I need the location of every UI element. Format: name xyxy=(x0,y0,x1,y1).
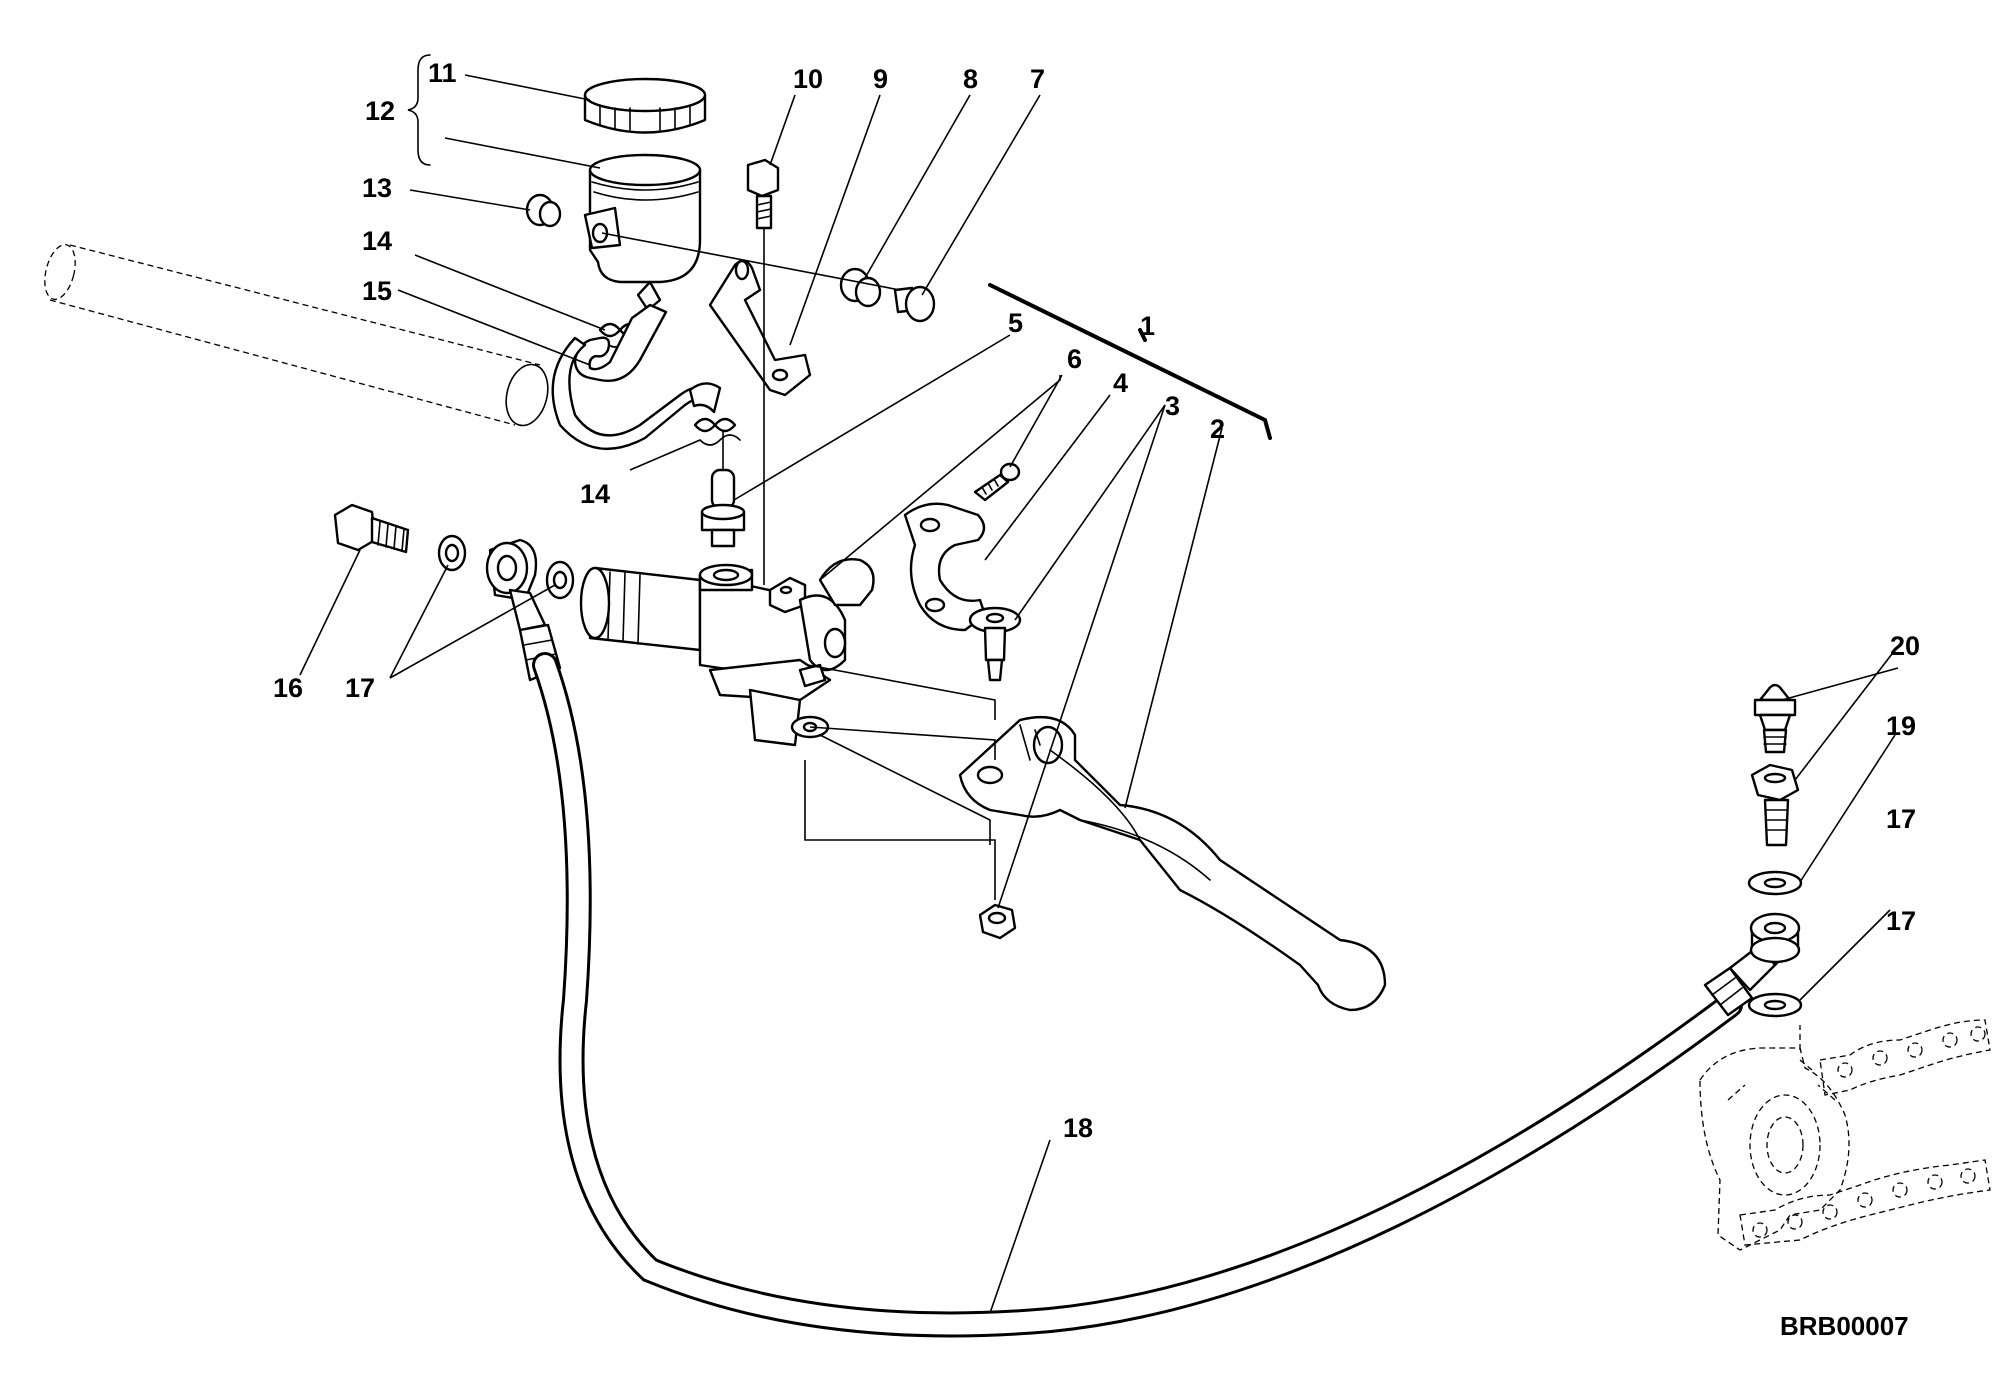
engine-sprocket-area xyxy=(1699,1025,1850,1251)
mounting-bracket xyxy=(708,259,812,397)
clutch-hose xyxy=(532,652,1743,1338)
label-13: 13 xyxy=(362,173,392,203)
hose-fitting xyxy=(700,468,746,548)
banjo-bolt xyxy=(333,503,410,554)
bracket-12 xyxy=(407,54,431,166)
washer-17-lower-a xyxy=(1747,870,1803,896)
label-10: 10 xyxy=(793,64,823,94)
label-3: 3 xyxy=(1165,391,1180,421)
assembly-lines xyxy=(601,232,996,900)
lever-pivot-knob xyxy=(818,558,875,607)
label-19: 19 xyxy=(1886,711,1916,741)
label-2: 2 xyxy=(1210,414,1225,444)
label-12: 12 xyxy=(365,96,395,126)
clutch-lever xyxy=(958,716,1387,1012)
washer-17-upper-b xyxy=(545,560,575,600)
handlebar-clamp xyxy=(903,502,987,632)
label-18: 18 xyxy=(1063,1113,1093,1143)
bleed-cap xyxy=(1753,683,1797,754)
label-5: 5 xyxy=(1008,308,1023,338)
label-11: 11 xyxy=(428,58,457,88)
label-7: 7 xyxy=(1030,64,1045,94)
fluid-hose xyxy=(551,303,722,450)
grommet-13 xyxy=(525,193,562,228)
screw-6 xyxy=(973,462,1021,502)
label-16: 16 xyxy=(273,673,303,703)
pin-7 xyxy=(893,285,936,323)
drawing-code: BRB00007 xyxy=(1780,1311,1909,1341)
bracket-1 xyxy=(988,283,1272,440)
label-17-mid: 17 xyxy=(1886,804,1916,834)
label-6: 6 xyxy=(1067,344,1082,374)
master-cylinder xyxy=(579,563,847,747)
leader-lines xyxy=(299,74,1899,1314)
label-15: 15 xyxy=(362,276,392,306)
reservoir-cap xyxy=(583,77,707,134)
label-20: 20 xyxy=(1890,631,1920,661)
bleed-bolt xyxy=(1750,763,1800,847)
washer-17-upper-a xyxy=(437,534,467,572)
reservoir xyxy=(583,153,702,312)
label-14-upper: 14 xyxy=(362,226,392,256)
label-14-lower: 14 xyxy=(580,479,610,509)
label-1: 1 xyxy=(1140,311,1155,341)
part-labels: 1 2 3 4 5 6 7 8 9 10 11 12 13 14 14 15 1… xyxy=(273,58,1920,1341)
lever-nut xyxy=(978,903,1017,940)
label-9: 9 xyxy=(873,64,888,94)
bolt-10 xyxy=(746,158,780,280)
lower-banjo xyxy=(1749,912,1801,964)
washer-17-lower-b xyxy=(1747,992,1803,1018)
hose-clip-lower xyxy=(693,417,741,446)
handlebar xyxy=(44,243,549,427)
label-4: 4 xyxy=(1113,368,1128,398)
label-8: 8 xyxy=(963,64,978,94)
drive-chain-lower xyxy=(1739,1159,1991,1246)
drive-chain-upper xyxy=(1819,1019,1991,1096)
label-17-upper: 17 xyxy=(345,673,375,703)
pivot-pin xyxy=(968,606,1022,682)
label-17-lower: 17 xyxy=(1886,906,1916,936)
grommet-8 xyxy=(839,267,882,308)
